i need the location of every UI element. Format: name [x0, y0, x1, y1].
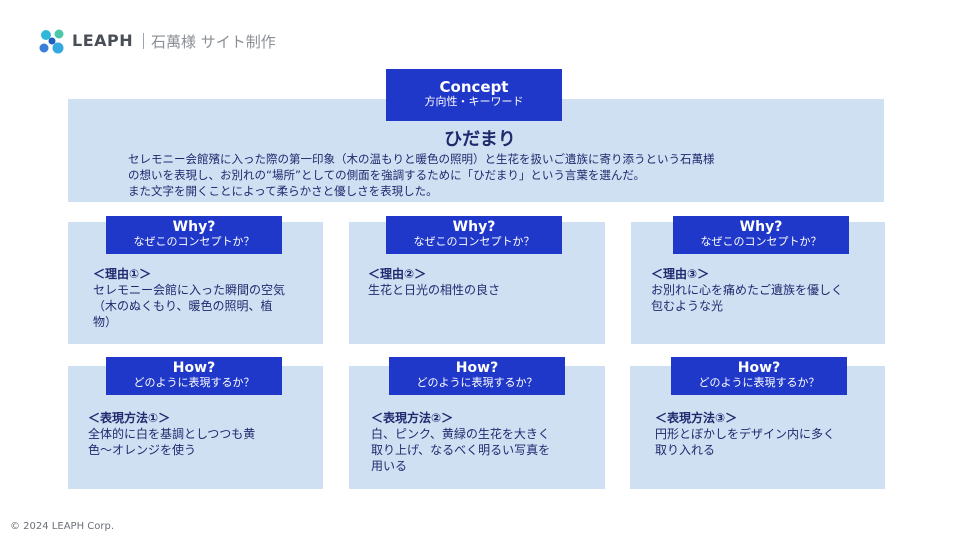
why-tag-subtitle: なぜこのコンセプトか？	[413, 235, 535, 248]
header-divider	[143, 33, 144, 49]
how-tag-subtitle: どのように表現するか？	[698, 376, 820, 389]
method-heading: ＜表現方法③＞	[655, 411, 738, 425]
why-card-2-text: ＜理由②＞ 生花と日光の相性の良さ	[368, 266, 593, 298]
method-line: 用いる	[371, 459, 408, 473]
method-heading: ＜表現方法②＞	[371, 411, 454, 425]
method-line: 円形とぼかしをデザイン内に多く	[655, 427, 836, 441]
brand-name: LEAPH	[72, 31, 134, 50]
how-tag-title: How?	[737, 360, 781, 376]
how-tag-3: How? どのように表現するか？	[671, 357, 847, 395]
method-line: 色〜オレンジを使う	[88, 443, 197, 457]
reason-line: 物）	[93, 315, 118, 329]
why-tag-3: Why? なぜこのコンセプトか？	[673, 216, 849, 254]
why-tag-title: Why?	[172, 219, 216, 235]
why-tag-subtitle: なぜこのコンセプトか？	[133, 235, 255, 248]
reason-line: 包むような光	[651, 299, 724, 313]
copyright: © 2024 LEAPH Corp.	[10, 521, 115, 532]
concept-line: セレモニー会館殯に入った際の第一印象（木の温もりと暖色の照明）と生花を扱いご遺族…	[128, 152, 715, 166]
how-tag-subtitle: どのように表現するか？	[133, 376, 255, 389]
how-tag-title: How?	[172, 360, 216, 376]
why-tag-2: Why? なぜこのコンセプトか？	[386, 216, 562, 254]
reason-line: （木のぬくもり、暖色の照明、植	[93, 299, 273, 313]
concept-line: また文字を開くことによって柔らかさと優しさを表現した。	[128, 184, 438, 198]
concept-tag-subtitle: 方向性・キーワード	[424, 95, 524, 108]
why-card-3-text: ＜理由③＞ お別れに心を痛めたご遺族を優しく 包むような光	[651, 266, 876, 314]
how-tag-subtitle: どのように表現するか？	[416, 376, 538, 389]
leaph-logo-icon	[39, 29, 64, 54]
concept-description: セレモニー会館殯に入った際の第一印象（木の温もりと暖色の照明）と生花を扱いご遺族…	[128, 151, 848, 199]
how-card-2-text: ＜表現方法②＞ 白、ピンク、黄緑の生花を大きく 取り上げ、なるべく明るい写真を …	[371, 410, 596, 474]
method-heading: ＜表現方法①＞	[88, 411, 171, 425]
why-tag-1: Why? なぜこのコンセプトか？	[106, 216, 282, 254]
how-tag-1: How? どのように表現するか？	[106, 357, 282, 395]
reason-line: セレモニー会館に入った瞬間の空気	[93, 283, 286, 297]
reason-line: 生花と日光の相性の良さ	[368, 283, 501, 297]
reason-line: お別れに心を痛めたご遺族を優しく	[651, 283, 844, 297]
reason-heading: ＜理由②＞	[368, 267, 427, 281]
method-line: 取り上げ、なるべく明るい写真を	[371, 443, 551, 457]
concept-keyword: ひだまり	[444, 129, 516, 150]
method-line: 全体的に白を基調としつつも黄	[88, 427, 256, 441]
method-line: 白、ピンク、黄緑の生花を大きく	[371, 427, 550, 441]
page-subtitle: 石萬様 サイト制作	[151, 33, 276, 51]
why-tag-subtitle: なぜこのコンセプトか？	[700, 235, 822, 248]
how-tag-title: How?	[455, 360, 499, 376]
why-card-1-text: ＜理由①＞ セレモニー会館に入った瞬間の空気 （木のぬくもり、暖色の照明、植 物…	[93, 266, 318, 330]
reason-heading: ＜理由③＞	[651, 267, 710, 281]
why-tag-title: Why?	[452, 219, 496, 235]
reason-heading: ＜理由①＞	[93, 267, 152, 281]
how-tag-2: How? どのように表現するか？	[389, 357, 565, 395]
concept-tag: Concept 方向性・キーワード	[386, 69, 562, 121]
method-line: 取り入れる	[655, 443, 716, 457]
how-card-1-text: ＜表現方法①＞ 全体的に白を基調としつつも黄 色〜オレンジを使う	[88, 410, 313, 458]
why-tag-title: Why?	[739, 219, 783, 235]
concept-line: の想いを表現し、お別れの“場所”としての側面を強調するために「ひだまり」という言…	[128, 168, 645, 182]
how-card-3-text: ＜表現方法③＞ 円形とぼかしをデザイン内に多く 取り入れる	[655, 410, 880, 458]
concept-tag-title: Concept	[439, 78, 509, 96]
